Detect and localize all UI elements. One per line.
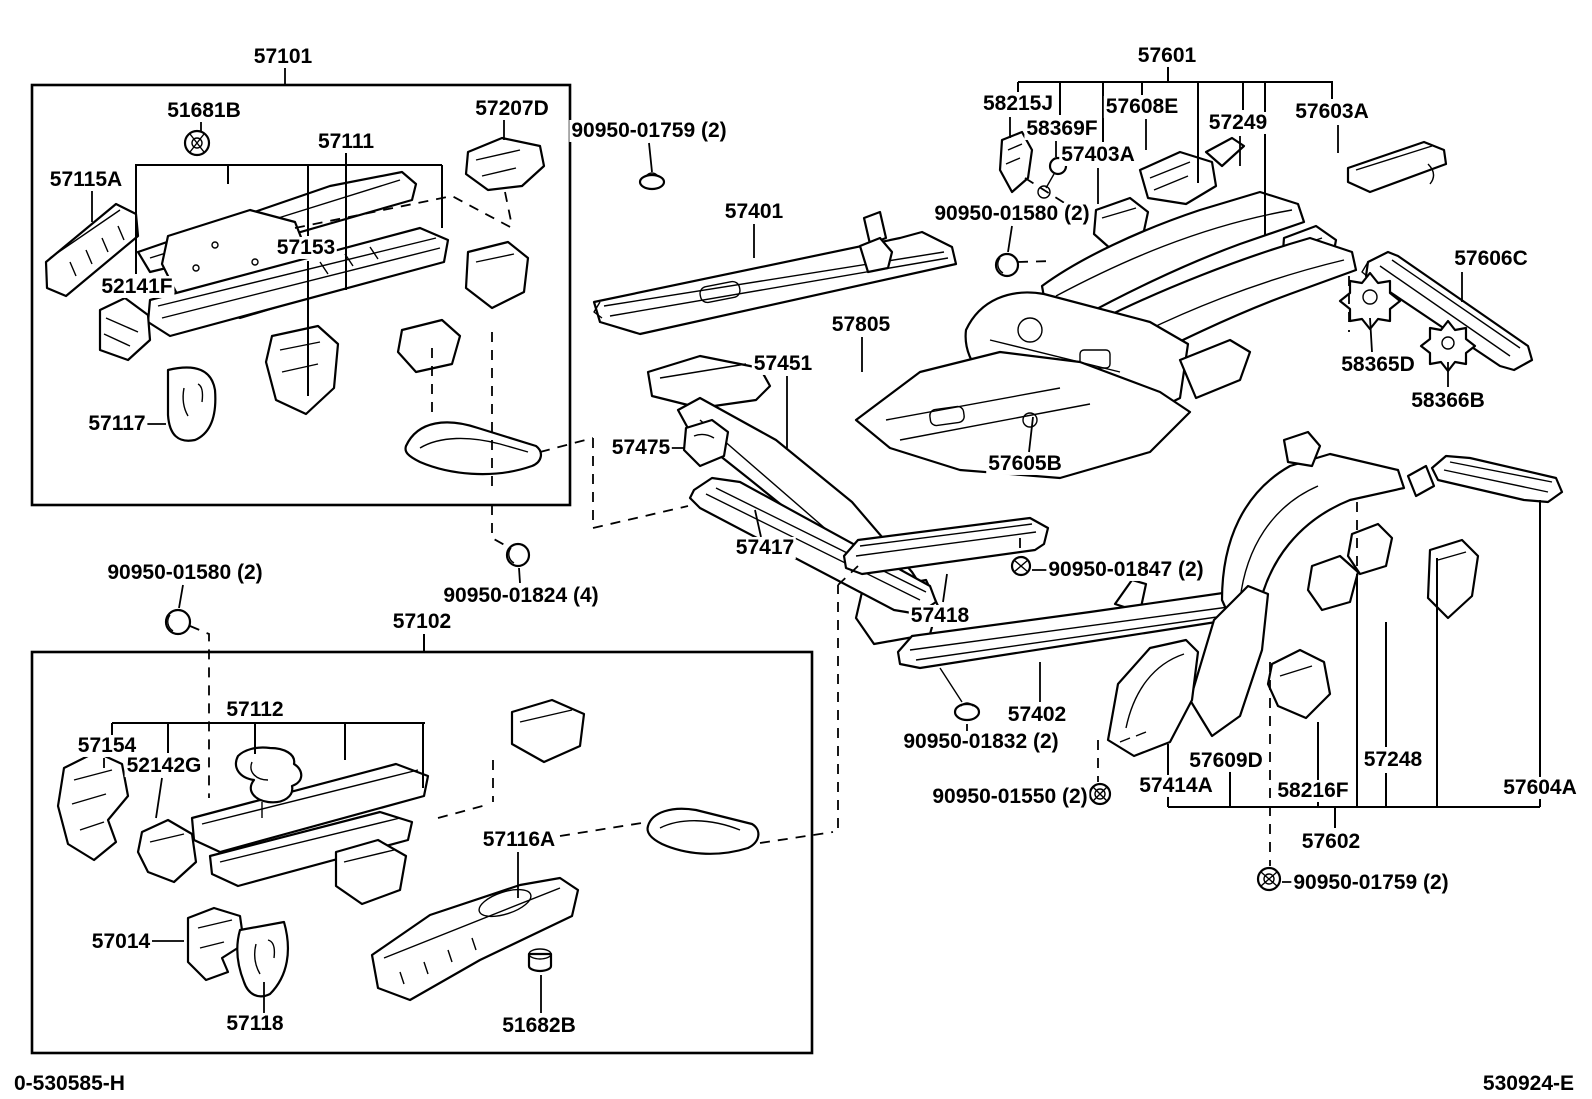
- part-label: 52142G: [124, 753, 204, 778]
- part-label: 57112: [224, 697, 286, 722]
- part-label: 51682B: [500, 1013, 578, 1038]
- assembly-box-57101: [30, 83, 572, 507]
- part-label: 57102: [390, 609, 454, 634]
- part-label: 57601: [1135, 43, 1199, 68]
- drawing-code-left: 0-530585-H: [14, 1072, 125, 1095]
- part-label: 57115A: [47, 167, 125, 192]
- part-label: 90950-01580 (2): [105, 560, 265, 585]
- part-label: 57602: [1299, 829, 1363, 854]
- part-label: 57605B: [986, 451, 1064, 476]
- part-label: 57475: [609, 435, 673, 460]
- part-label: 57111: [315, 129, 377, 154]
- part-label: 58366B: [1409, 388, 1487, 413]
- floor-members-center-art: [646, 350, 1282, 892]
- part-label: 51681B: [165, 98, 243, 123]
- leader-lines: [91, 64, 1541, 1014]
- part-label: 57014: [89, 929, 153, 954]
- floor-side-member-inner-rh-art: [592, 172, 958, 336]
- part-label: 52141F: [99, 274, 175, 299]
- dashed-connectors: [189, 177, 1358, 866]
- part-label: 90950-01832 (2): [901, 729, 1061, 754]
- part-label: 58369F: [1024, 116, 1100, 141]
- part-label: 57451: [751, 351, 815, 376]
- part-label: 57154: [75, 733, 139, 758]
- part-label: 57118: [224, 1011, 286, 1036]
- part-label: 90950-01759 (2): [1291, 870, 1451, 895]
- part-label: 90950-01824 (4): [441, 583, 601, 608]
- part-label: 57606C: [1452, 246, 1530, 271]
- part-label: 57153: [274, 235, 338, 260]
- rear-side-member-lh-art: [1106, 430, 1564, 758]
- part-label: 57805: [829, 312, 893, 337]
- part-label: 57248: [1361, 747, 1425, 772]
- part-label: 58216F: [1275, 778, 1351, 803]
- part-label: 90950-01580 (2): [932, 201, 1092, 226]
- part-label: 57249: [1206, 110, 1270, 135]
- front-apron-assembly-rh-art: [44, 129, 546, 476]
- part-label: 57116A: [480, 827, 558, 852]
- part-label: 57418: [908, 603, 972, 628]
- part-label: 57402: [1005, 702, 1069, 727]
- part-label: 57604A: [1501, 775, 1579, 800]
- part-label: 57207D: [473, 96, 551, 121]
- part-label: 90950-01550 (2): [930, 784, 1090, 809]
- part-label: 90950-01759 (2): [569, 118, 729, 143]
- part-label: 58215J: [980, 91, 1056, 116]
- part-label: 57609D: [1187, 748, 1265, 773]
- assembly-box-57102: [30, 650, 814, 1055]
- part-label: 57401: [722, 199, 786, 224]
- part-label: 90950-01847 (2): [1046, 557, 1206, 582]
- part-label: 57101: [251, 44, 315, 69]
- part-label: 57414A: [1137, 773, 1215, 798]
- part-label: 58365D: [1339, 352, 1417, 377]
- part-label: 57608E: [1103, 94, 1181, 119]
- part-label: 57403A: [1059, 142, 1137, 167]
- part-label: 57603A: [1293, 99, 1371, 124]
- part-label: 57417: [733, 535, 797, 560]
- front-apron-assembly-lh-art: [56, 542, 760, 1002]
- drawing-code-right: 530924-E: [1482, 1072, 1574, 1095]
- part-label: 57117: [86, 411, 148, 436]
